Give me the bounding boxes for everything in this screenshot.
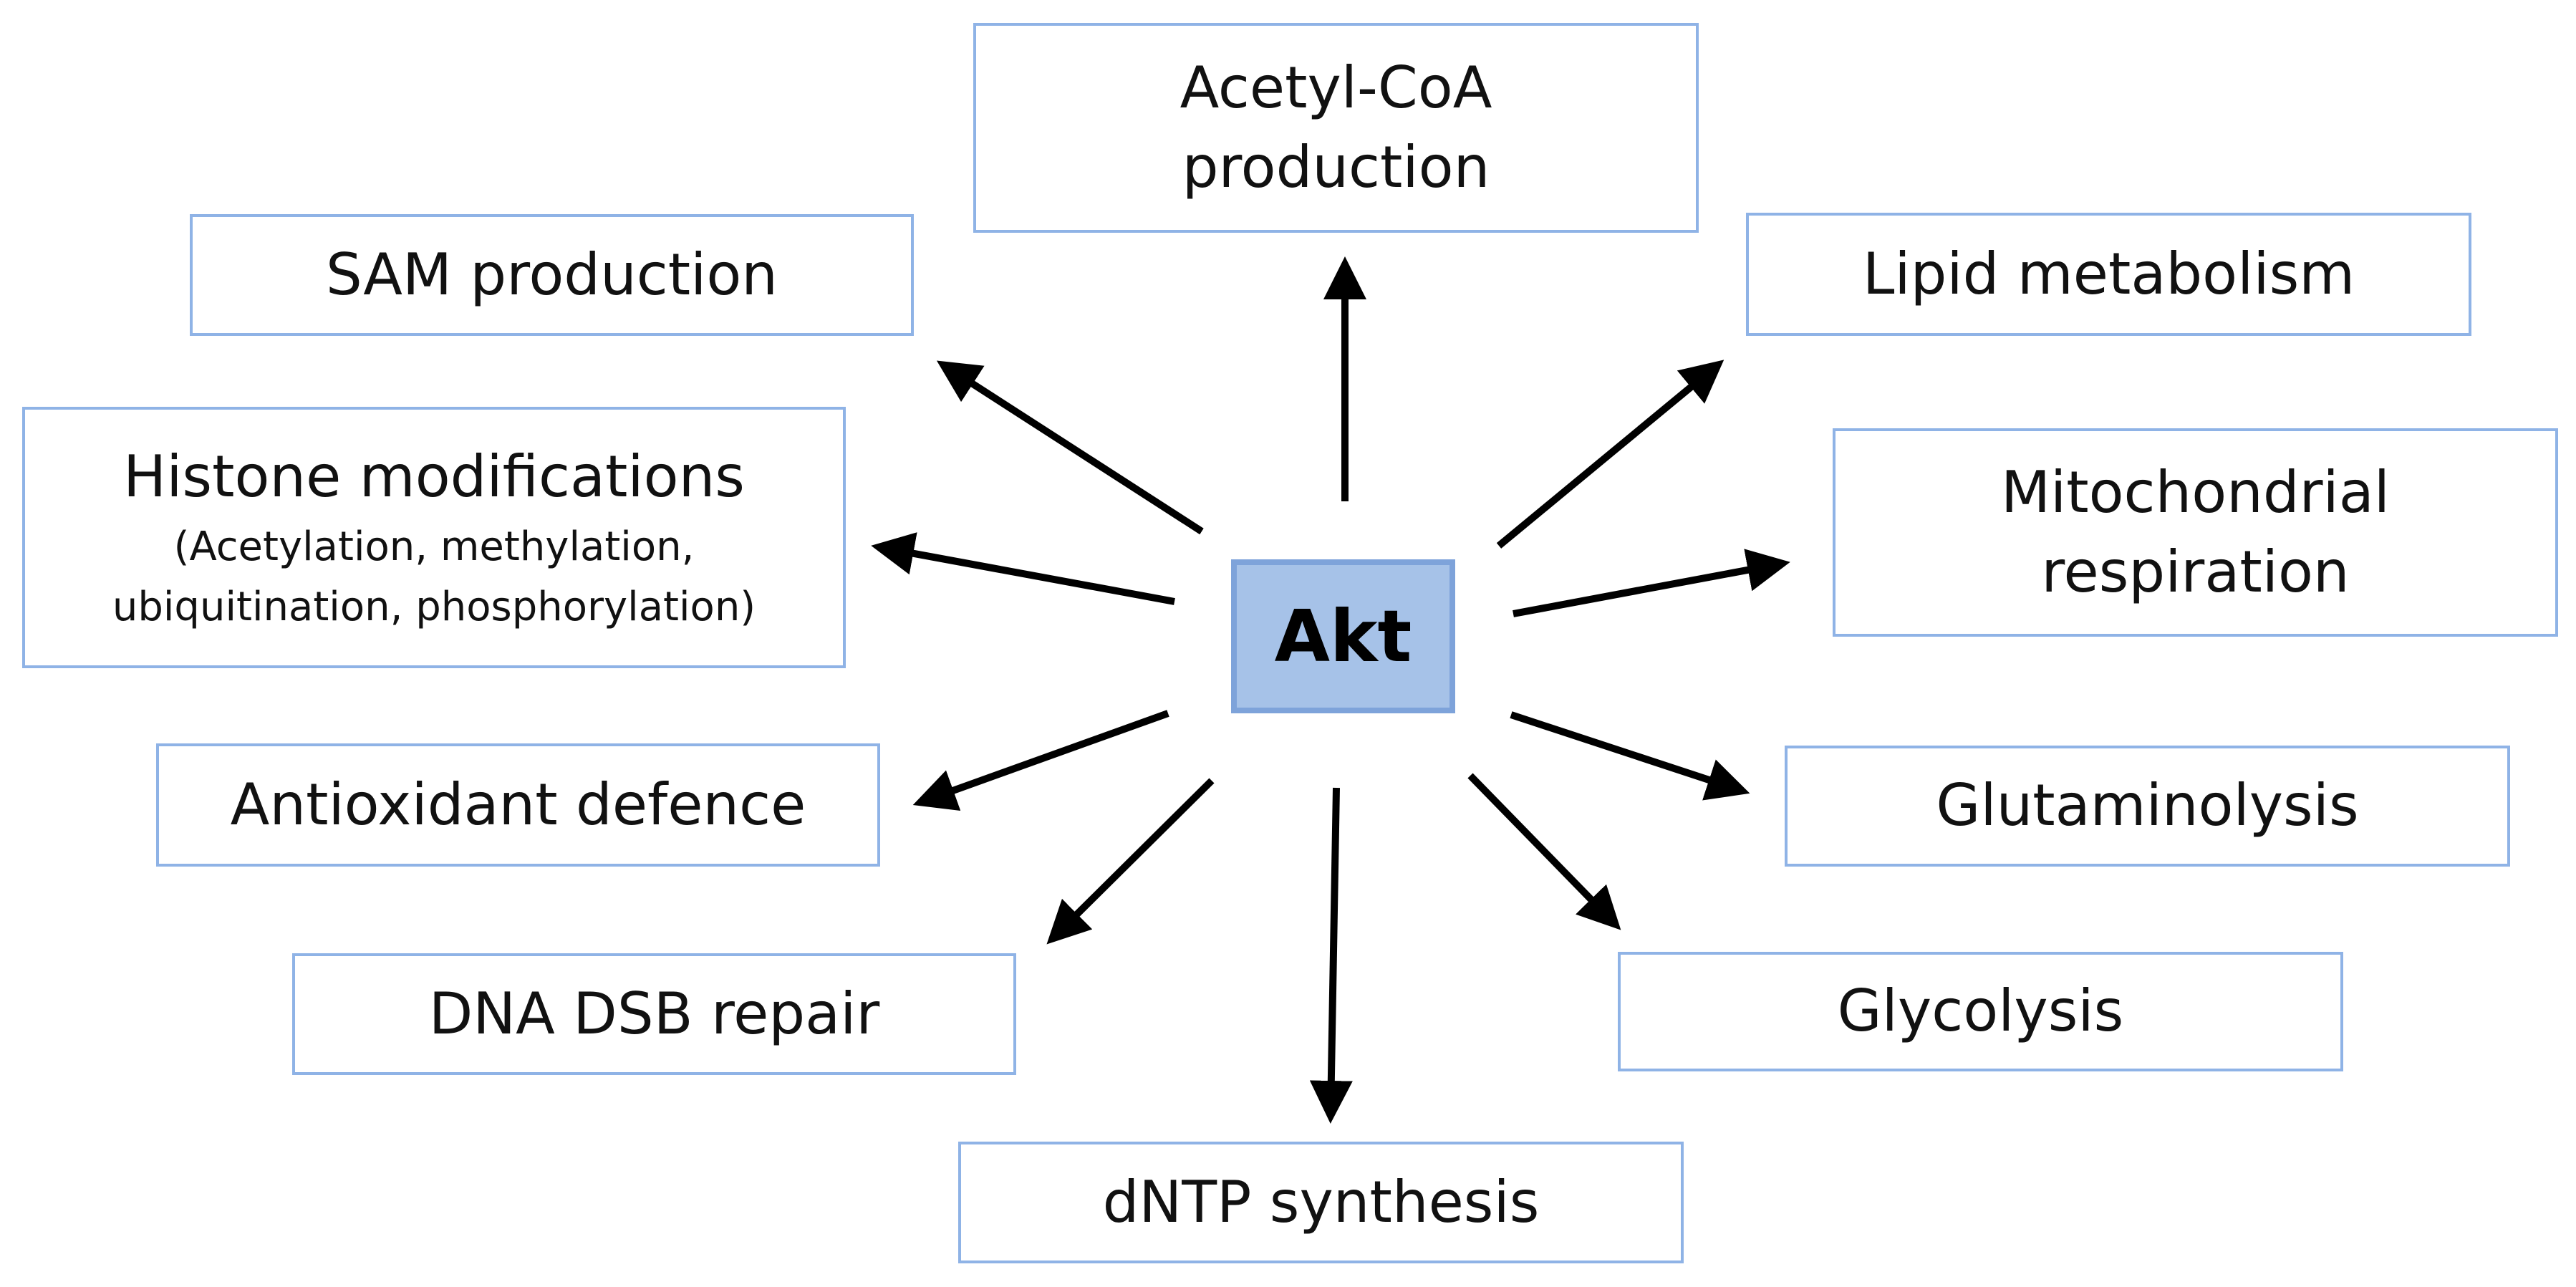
akt-label: Akt	[1274, 594, 1412, 678]
arrow-to-antioxidant-defence	[912, 710, 1169, 811]
arrow-to-sam-production	[936, 360, 1204, 535]
mitochondrial-respiration-line-2: respiration	[2041, 538, 2350, 605]
histone-modifications-box: Histone modifications (Acetylation, meth…	[22, 407, 846, 668]
akt-node: Akt	[1231, 559, 1455, 713]
glycolysis-label: Glycolysis	[1837, 978, 2124, 1045]
glutaminolysis-label: Glutaminolysis	[1936, 772, 2359, 839]
arrow-to-histone-modifications	[871, 532, 1175, 605]
arrow-to-glycolysis	[1467, 773, 1621, 930]
histone-modifications-title: Histone modifications	[123, 443, 745, 511]
glutaminolysis-box: Glutaminolysis	[1785, 746, 2510, 867]
glycolysis-box: Glycolysis	[1618, 952, 2343, 1071]
lipid-metabolism-label: Lipid metabolism	[1862, 240, 2355, 307]
histone-modifications-detail-1: (Acetylation, methylation,	[173, 523, 695, 570]
dntp-synthesis-box: dNTP synthesis	[958, 1142, 1684, 1263]
arrow-to-dntp-synthesis	[1309, 787, 1353, 1124]
lipid-metabolism-box: Lipid metabolism	[1746, 213, 2471, 336]
acetyl-coa-line-2: production	[1182, 133, 1490, 201]
mitochondrial-respiration-line-1: Mitochondrial	[2000, 459, 2391, 526]
dna-dsb-repair-box: DNA DSB repair	[292, 953, 1016, 1075]
acetyl-coa-production-box: Acetyl-CoA production	[973, 23, 1699, 233]
dna-dsb-repair-label: DNA DSB repair	[428, 980, 880, 1047]
sam-production-label: SAM production	[325, 241, 778, 308]
arrow-to-lipid-metabolism	[1496, 360, 1724, 549]
arrow-to-mitochondrial-respiration	[1513, 549, 1790, 617]
dntp-synthesis-label: dNTP synthesis	[1102, 1168, 1540, 1235]
histone-modifications-detail-2: ubiquitination, phosphorylation)	[112, 583, 756, 630]
acetyl-coa-line-1: Acetyl-CoA	[1180, 54, 1492, 122]
arrow-to-glutaminolysis	[1510, 711, 1750, 801]
antioxidant-defence-box: Antioxidant defence	[156, 743, 880, 867]
antioxidant-defence-label: Antioxidant defence	[230, 771, 806, 838]
mitochondrial-respiration-box: Mitochondrial respiration	[1833, 428, 2558, 637]
arrow-to-dna-dsb-repair	[1046, 778, 1215, 945]
sam-production-box: SAM production	[190, 214, 914, 336]
